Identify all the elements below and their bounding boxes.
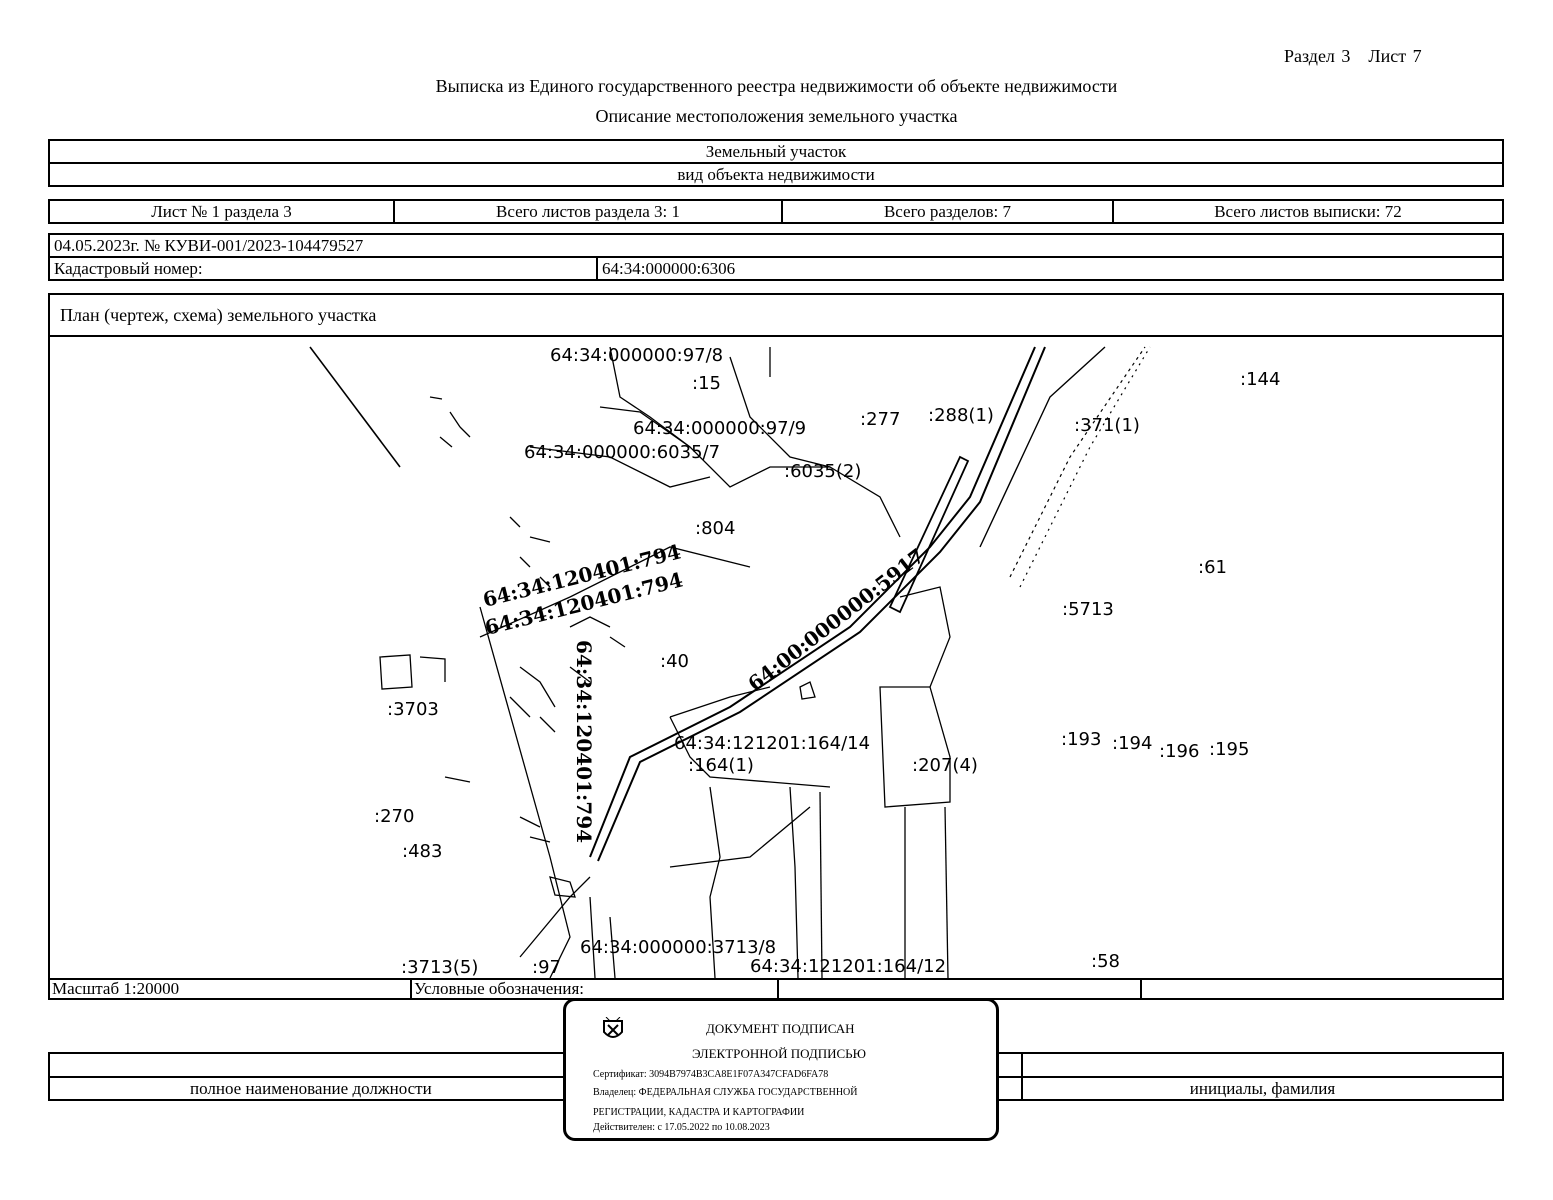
map-label: :194 xyxy=(1112,733,1152,754)
sheet-number: Лист 7 xyxy=(1368,46,1422,66)
record-date-number: 04.05.2023г. № КУВИ-001/2023-104479527 xyxy=(48,233,1504,258)
stamp-certificate: Сертификат: 3094B7974B3CA8E1F07A347CFAD6… xyxy=(593,1069,829,1080)
document-subtitle: Описание местоположения земельного участ… xyxy=(595,106,958,126)
name-field xyxy=(1021,1052,1504,1078)
map-label: :196 xyxy=(1159,741,1199,762)
plan-title: План (чертеж, схема) земельного участка xyxy=(50,295,1502,337)
map-label: :195 xyxy=(1209,739,1249,760)
section-number: Раздел 3 xyxy=(1284,46,1351,66)
map-label: :3703 xyxy=(387,699,439,720)
map-label: :58 xyxy=(1091,951,1120,972)
map-label: 64:34:121201:164/12 xyxy=(750,956,946,977)
legend-divider xyxy=(1140,980,1143,1000)
map-label: :483 xyxy=(402,841,442,862)
map-label: :40 xyxy=(660,651,689,672)
map-label: :288(1) xyxy=(928,405,994,426)
record-table: 04.05.2023г. № КУВИ-001/2023-104479527 К… xyxy=(48,233,1504,281)
object-type-caption: вид объекта недвижимости xyxy=(48,162,1504,187)
object-type-value: Земельный участок xyxy=(48,139,1504,164)
map-label: :164(1) xyxy=(688,755,754,776)
sheet-reference: Раздел 3 Лист 7 xyxy=(1284,46,1422,67)
total-sections-cell: Всего разделов: 7 xyxy=(781,199,1114,224)
map-label: :5713 xyxy=(1062,599,1114,620)
map-drawing: 64:34:000000:97/8 :15 :144 :277 :288(1) … xyxy=(309,345,1280,978)
object-type-table: Земельный участок вид объекта недвижимос… xyxy=(48,139,1504,187)
stamp-validity: Действителен: с 17.05.2022 по 10.08.2023 xyxy=(593,1122,770,1133)
map-label: :371(1) xyxy=(1074,415,1140,436)
map-label: :61 xyxy=(1198,557,1227,578)
cadastral-number-value: 64:34:000000:6306 xyxy=(596,256,1504,281)
legend-divider xyxy=(777,980,780,1000)
stamp-line-1: ДОКУМЕНТ ПОДПИСАН xyxy=(706,1021,855,1036)
plan-section: План (чертеж, схема) земельного участка xyxy=(48,293,1504,1000)
map-label: :193 xyxy=(1061,729,1101,750)
plan-title-text: План (чертеж, схема) земельного участка xyxy=(60,305,377,325)
scale-label: Масштаб 1:20000 xyxy=(52,979,180,998)
map-label: 64:34:000000:3713/8 xyxy=(580,937,776,958)
map-linework xyxy=(309,346,1151,978)
plan-footer-row: Масштаб 1:20000 Условные обозначения: xyxy=(50,978,1502,1000)
total-extract-sheets-cell: Всего листов выписки: 72 xyxy=(1112,199,1504,224)
sheets-table: Лист № 1 раздела 3 Всего листов раздела … xyxy=(48,199,1504,224)
cadastral-number-label: Кадастровый номер: xyxy=(48,256,598,281)
stamp-owner: Владелец: ФЕДЕРАЛЬНАЯ СЛУЖБА ГОСУДАРСТВЕ… xyxy=(593,1087,858,1098)
document-title: Выписка из Единого государственного реес… xyxy=(435,76,1118,96)
coat-of-arms-icon xyxy=(603,1017,623,1038)
map-label: :144 xyxy=(1240,369,1280,390)
cadastral-map: 64:34:000000:97/8 :15 :144 :277 :288(1) … xyxy=(50,337,1502,978)
map-label: 64:34:000000:6035/7 xyxy=(524,442,720,463)
map-label-rotated: 64:34:120401:794 xyxy=(572,640,596,843)
map-label: :270 xyxy=(374,806,414,827)
map-label: :277 xyxy=(860,409,900,430)
map-label: :804 xyxy=(695,518,735,539)
map-label: :97 xyxy=(532,957,561,978)
stamp-line-2: ЭЛЕКТРОННОЙ ПОДПИСЬЮ xyxy=(692,1046,866,1061)
map-label: :6035(2) xyxy=(784,461,861,482)
map-label: :15 xyxy=(692,373,721,394)
map-label: 64:34:000000:97/9 xyxy=(633,418,806,439)
total-section-sheets-cell: Всего листов раздела 3: 1 xyxy=(393,199,783,224)
e-signature-stamp: ДОКУМЕНТ ПОДПИСАН ЭЛЕКТРОННОЙ ПОДПИСЬЮ С… xyxy=(563,998,999,1141)
map-label: 64:34:121201:164/14 xyxy=(674,733,870,754)
map-label-rotated: 64:00:000000:5917 xyxy=(743,543,929,696)
legend-label: Условные обозначения: xyxy=(410,980,584,1000)
sheet-no-cell: Лист № 1 раздела 3 xyxy=(48,199,395,224)
name-caption: инициалы, фамилия xyxy=(1021,1076,1504,1101)
map-label: :3713(5) xyxy=(401,957,478,978)
map-label: 64:34:000000:97/8 xyxy=(550,345,723,366)
stamp-owner-cont: РЕГИСТРАЦИИ, КАДАСТРА И КАРТОГРАФИИ xyxy=(593,1107,805,1118)
map-label: :207(4) xyxy=(912,755,978,776)
